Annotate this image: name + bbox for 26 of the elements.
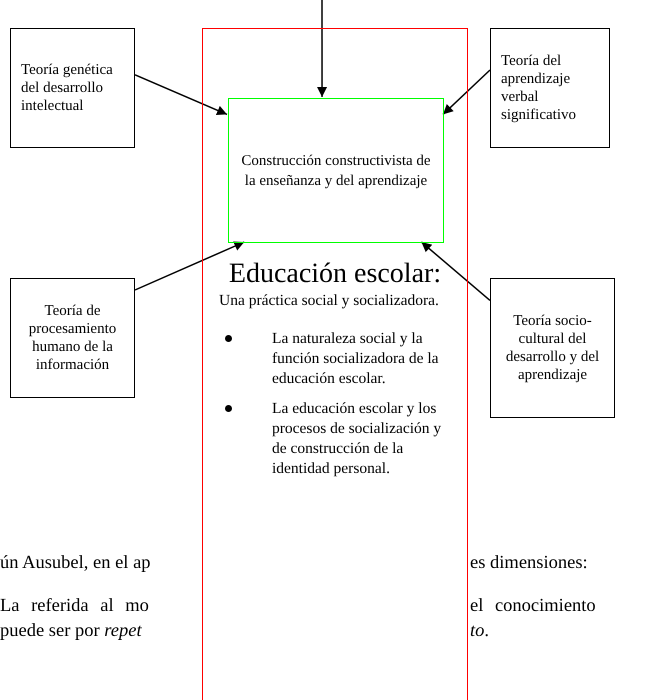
- arrow: [134, 74, 228, 116]
- bullet-text: La naturaleza social y la función socializadora de la educación escolar.: [272, 329, 440, 389]
- arrow: [317, 0, 328, 97]
- body-text: to.: [470, 621, 490, 642]
- body-text: puede ser por repet: [0, 621, 142, 642]
- arrow: [420, 241, 490, 301]
- theory-box: [490, 278, 615, 418]
- body-text: es dimensiones:: [470, 553, 588, 574]
- theory-text: Teoría de procesamiento humano de la información: [28, 302, 118, 374]
- box-text: Construcción constructivista de la enseñanza y del aprendizaje: [240, 152, 432, 190]
- arrow: [442, 69, 491, 115]
- concept-box: [228, 98, 444, 243]
- frame-box: [202, 28, 468, 700]
- theory-box: [10, 28, 135, 148]
- heading: Educación escolar:: [228, 257, 442, 291]
- subheading: Una práctica social y socializadora.: [219, 291, 440, 311]
- body-text: el conocimiento: [470, 596, 596, 617]
- body-text: ún Ausubel, en el ap: [0, 553, 151, 574]
- arrow: [134, 241, 245, 291]
- body-text: La referida al mo: [0, 596, 149, 617]
- theory-text: Teoría socio-cultural del desarrollo y del aprendizaje: [504, 312, 600, 384]
- theory-text: Teoría del aprendizaje verbal significativo: [501, 52, 577, 124]
- theory-box: [10, 278, 135, 398]
- theory-box: [490, 28, 610, 148]
- bullet-text: La educación escolar y los procesos de socialización y de construcción de la identidad personal.: [272, 399, 442, 479]
- theory-text: Teoría genética del desarrollo intelectual: [21, 61, 114, 115]
